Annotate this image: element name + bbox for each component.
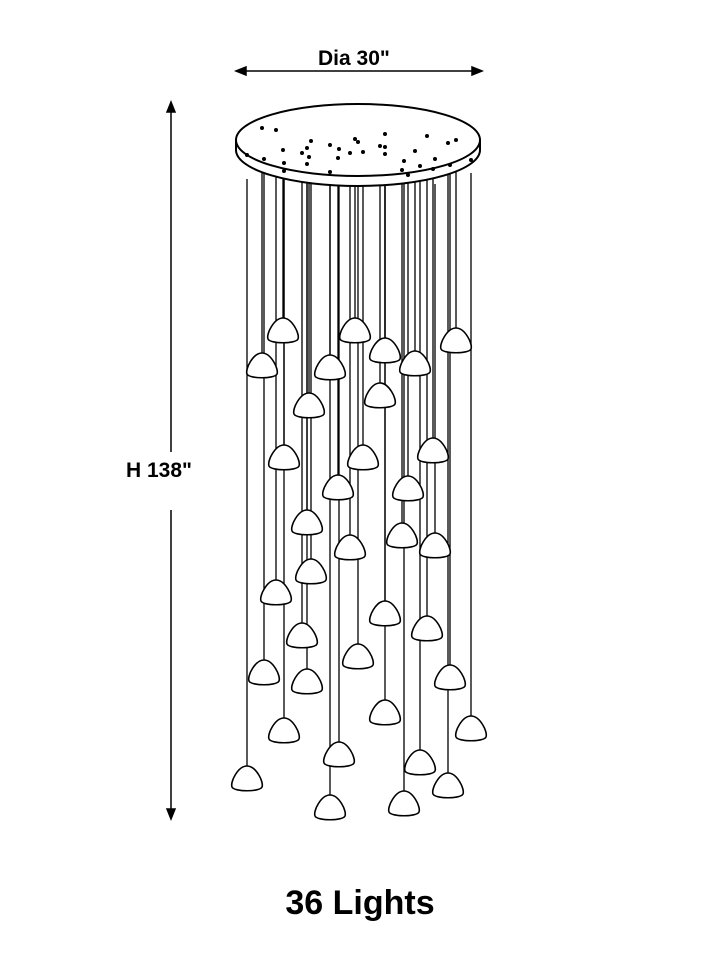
canopy-hole [406,173,410,177]
canopy-hole [336,156,340,160]
diameter-label: Dia 30" [318,47,390,70]
canopy-hole [446,141,450,145]
pendant-light [333,534,367,561]
canopy-hole [402,159,406,163]
pendant-light [341,643,375,670]
canopy-hole [413,149,417,153]
canopy-hole [469,158,473,162]
pendant-light [290,509,324,536]
pendant-light [338,317,372,344]
pendant-light [391,475,425,502]
pendant-light [313,794,347,821]
pendant-light [368,600,402,627]
canopy-hole [383,152,387,156]
pendant-light [433,664,467,691]
canopy-hole [328,143,332,147]
canopy-hole [454,138,458,142]
canopy-hole [448,163,452,167]
pendant-light [290,668,324,695]
canopy-hole [348,151,352,155]
height-label: H 138" [126,459,192,482]
pendant-light [439,327,473,354]
pendant-light [322,741,356,768]
pendant-light [416,437,450,464]
pendant-light [245,352,279,379]
pendant-light [418,532,452,559]
canopy-hole [282,161,286,165]
pendant-light [454,715,488,742]
pendant-light [247,659,281,686]
canopy-hole [260,126,264,130]
canopy-hole [378,144,382,148]
pendant-wires [246,150,472,795]
pendant-light [385,522,419,549]
pendant-light [363,382,397,409]
pendant-light [403,749,437,776]
diameter-dimension-arrow [233,65,485,77]
pendant-light [267,444,301,471]
canopy-hole [433,157,437,161]
canopy-hole [305,162,309,166]
pendant-light [398,350,432,377]
pendant-light [368,337,402,364]
canopy-hole [356,140,360,144]
lights-count-label: 36 Lights [285,884,435,922]
canopy-hole [307,155,311,159]
pendant-light [321,474,355,501]
canopy-hole [300,151,304,155]
canopy [235,103,481,187]
canopy-hole [282,169,286,173]
canopy-hole [383,145,387,149]
canopy-hole [305,146,309,150]
pendant-light [294,558,328,585]
canopy-hole [281,148,285,152]
pendant-light [259,579,293,606]
pendant-light [285,622,319,649]
canopy-hole [361,150,365,154]
canopy-hole [337,147,341,151]
pendants [230,317,488,821]
canopy-hole [383,132,387,136]
canopy-hole [274,128,278,132]
pendant-light [266,317,300,344]
canopy-hole [328,170,332,174]
pendant-light [410,615,444,642]
canopy-hole [262,157,266,161]
pendant-light [387,790,421,817]
canopy-hole [431,167,435,171]
canopy-hole [309,139,313,143]
pendant-light [267,717,301,744]
pendant-light [230,765,264,792]
pendant-light [346,444,380,471]
canopy-hole [400,168,404,172]
canopy-hole [245,153,249,157]
pendant-light [313,354,347,381]
height-dimension-arrow [165,99,177,822]
canopy-hole [425,134,429,138]
pendant-light [292,392,326,419]
canopy-hole [418,164,422,168]
pendant-light [368,699,402,726]
canopy-hole [353,137,357,141]
pendant-light [431,772,465,799]
